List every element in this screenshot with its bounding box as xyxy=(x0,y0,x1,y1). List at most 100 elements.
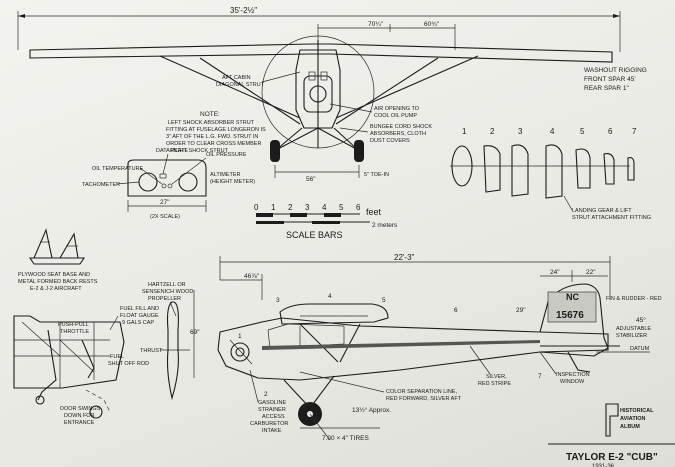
section-num-2: 2 xyxy=(490,127,495,136)
side-wing xyxy=(279,303,389,325)
side-view-dimensions: 22'-3" 46⅞" 24" 22" 29" 45° 69" xyxy=(190,253,646,378)
logo-album: ALBUM xyxy=(620,424,640,430)
title-block: HISTORICAL AVIATION ALBUM TAYLOR E-2 "CU… xyxy=(548,403,675,467)
side-fuselage xyxy=(217,317,609,381)
label-oil-temperature: OIL TEMPERATURE xyxy=(92,166,144,172)
label-intake: INTAKE xyxy=(262,428,282,434)
scale-tick-2: 2 xyxy=(288,203,293,212)
section-num-7: 7 xyxy=(632,127,637,136)
scale-tick-0: 0 xyxy=(254,203,259,212)
label-oil-pressure: OIL PRESSURE xyxy=(206,152,247,158)
label-color-separation: COLOR SEPARATION LINE, xyxy=(386,389,457,395)
washout-front: FRONT SPAR 45' xyxy=(584,76,636,83)
section-3 xyxy=(511,144,529,197)
label-hartzell: HARTZELL OR xyxy=(148,282,186,288)
note-bungee-2: ABSORBERS, CLOTH xyxy=(370,131,426,137)
label-shutoff-rod: SHUT OFF ROD xyxy=(108,361,149,367)
panel-width-label: 27" xyxy=(160,199,170,206)
washout-title: WASHOUT RIGGING xyxy=(584,67,647,74)
height-label: 69" xyxy=(190,329,200,336)
label-strainer: STRAINER xyxy=(258,407,286,413)
section-num-4: 4 xyxy=(550,127,555,136)
note-aft-cabin: AFT CABIN xyxy=(222,75,251,81)
album-logo-mark xyxy=(605,403,619,437)
rudder-angle-label: 45° xyxy=(636,316,646,324)
prop-offset-label: 46⅞" xyxy=(244,273,260,280)
note-line-4: ORDER TO CLEAR CROSS MEMBER xyxy=(166,141,261,147)
logo-aviation: AVIATION xyxy=(620,416,645,422)
scale-tick-5: 5 xyxy=(339,203,344,212)
drawing-years: 1931-36 xyxy=(592,464,615,467)
section-7 xyxy=(627,157,635,181)
label-throttle: THROTTLE xyxy=(60,329,89,335)
note-line-1: LEFT SHOCK ABSORBER STRUT xyxy=(168,120,255,126)
scale-meters-label: 2 meters xyxy=(372,222,398,229)
washout-rear: REAR SPAR 1" xyxy=(584,85,630,92)
note-bungee-1: BUNGEE CORD SHOCK xyxy=(370,124,432,130)
scale-bars: 0 1 2 3 4 5 6 feet 2 meters SCALE BARS xyxy=(254,203,398,240)
registration-nc: NC xyxy=(566,292,579,302)
label-door-swings: DOOR SWINGS xyxy=(60,406,101,412)
altimeter-gauge xyxy=(178,172,198,192)
track-label: 56" xyxy=(306,176,316,183)
label-propeller: PROPELLER xyxy=(148,296,181,302)
note-air-1: AIR OPENING TO xyxy=(374,106,420,112)
drawing-title: TAYLOR E-2 "CUB" xyxy=(566,452,658,463)
label-landing-gear: LANDING GEAR & LIFT xyxy=(572,208,632,214)
label-sensenich: SENSENICH WOOD xyxy=(142,289,193,295)
note-line-5: RIGHT SHOCK STRUT xyxy=(170,148,229,154)
section-num-6: 6 xyxy=(608,127,613,136)
label-push-pull: PUSH-PULL xyxy=(58,322,89,328)
label-door-down: DOWN FOR xyxy=(64,413,95,419)
label-height-meter: (HEIGHT METER) xyxy=(210,179,255,185)
callout-3: 3 xyxy=(276,297,280,304)
note-air-2: COOL OIL PUMP xyxy=(374,113,417,119)
label-seat-3: E-2 & J-2 AIRCRAFT xyxy=(30,286,82,292)
label-silver: SILVER, xyxy=(486,374,507,380)
fin-chord-label: 29" xyxy=(516,307,526,314)
instrument-panel: DATA PLATE OIL PRESSURE OIL TEMPERATURE … xyxy=(82,148,255,220)
note-bungee-3: DUST COVERS xyxy=(370,138,410,144)
section-1 xyxy=(451,145,473,187)
label-red-stripe: RED STRIPE xyxy=(478,381,511,387)
label-fin-rudder: FIN & RUDDER - RED xyxy=(606,296,662,302)
label-tachometer: TACHOMETER xyxy=(82,182,120,188)
scale-tick-1: 1 xyxy=(271,203,276,212)
span-label: 35'-2½" xyxy=(230,6,257,15)
label-adjustable: ADJUSTABLE xyxy=(616,326,651,332)
front-wheel-left xyxy=(270,140,280,162)
callout-5: 5 xyxy=(382,297,386,304)
tip-span-label: 60¾" xyxy=(424,21,440,28)
section-num-1: 1 xyxy=(462,127,467,136)
label-thrust: THRUST xyxy=(140,348,163,354)
propeller-notes: HARTZELL OR SENSENICH WOOD PROPELLER xyxy=(142,282,193,317)
gear-angle-label: 13½° Approx. xyxy=(352,406,391,414)
length-label: 22'-3" xyxy=(394,253,415,262)
toe-in-label: 5" TOE-IN xyxy=(364,172,389,178)
side-view-callouts: 1 2 3 4 5 6 7 xyxy=(238,293,542,398)
label-float-gauge: FLOAT GAUGE xyxy=(120,313,159,319)
logo-historical: HISTORICAL xyxy=(620,408,654,414)
label-seat-1: PLYWOOD SEAT BASE AND xyxy=(18,272,90,278)
registration-number: 15676 xyxy=(556,310,584,321)
tachometer-gauge xyxy=(138,172,158,192)
panel-scale-label: (2X SCALE) xyxy=(150,214,180,220)
label-fuel: FUEL xyxy=(110,354,124,360)
side-view: NC 15676 DATUM 13½° Approx. 7.00 × 4" TI… xyxy=(166,283,650,442)
inner-span-label: 70¼" xyxy=(368,21,384,28)
label-fuel-fill: FUEL FILL AND xyxy=(120,306,159,312)
label-strut-fitting: STRUT ATTACHMENT FITTING xyxy=(572,215,651,221)
fuselage-sections: 1 2 3 4 5 6 7 LANDING GEAR & LIFT STRUT … xyxy=(450,127,651,221)
note-title: NOTE: xyxy=(200,111,220,118)
note-line-3: 3" AFT OF THE L.G. FWD. STRUT IN xyxy=(166,134,258,140)
scale-feet-label: feet xyxy=(366,207,382,217)
front-view-notes: AFT CABIN DIAGONAL STRUT NOTE: LEFT SHOC… xyxy=(166,71,432,154)
section-5 xyxy=(575,148,591,189)
note-diagonal-strut: DIAGONAL STRUT xyxy=(216,82,265,88)
callout-6: 6 xyxy=(454,307,458,314)
scale-tick-3: 3 xyxy=(305,203,310,212)
label-red-silver: RED FORWARD, SILVER AFT xyxy=(386,396,462,402)
callout-4: 4 xyxy=(328,293,332,300)
